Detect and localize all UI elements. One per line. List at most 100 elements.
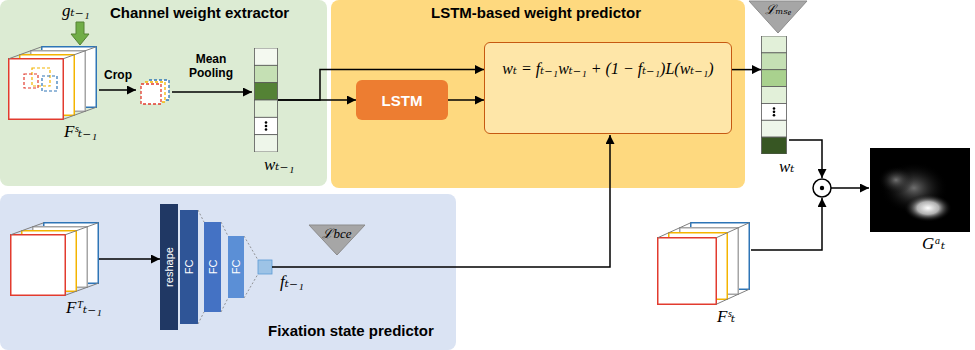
text-holder: Gᵃₜ [922,233,945,254]
flow-arrow [99,258,160,260]
vector-cell [255,83,278,100]
vector-cell [762,120,787,137]
text-holder: wₜ₋₁ [264,154,294,175]
weight-vector: wₜ₋₁ [250,48,300,177]
text-holder: LSTM-based weight predictor [431,4,641,21]
node-text: wₜ₋₁ [264,154,294,175]
node-text: FC [183,260,195,275]
crop-region [32,68,50,86]
node-text: ℒₘₛₑ [748,0,808,18]
triangle-shape [749,1,807,33]
vector-cell [255,135,278,152]
vector-cell [255,100,278,117]
node-text: Fˢₜ [717,306,735,327]
loss-marker: ℒbce [308,224,366,256]
feature-map: Fˢₜ₋₁ [8,46,98,143]
label-holder: fₜ₋₁ [280,272,304,292]
weight-vector: wₜ [757,36,813,179]
ellipsis-dot [265,125,268,128]
ellipsis-dot [265,121,268,124]
depth-edge [11,223,44,235]
formula-box: wₜ = fₜ₋₁wₜ₋₁ + (1 − fₜ₋₁)L(wₜ₋₁) [484,42,732,134]
cell-box [762,36,787,53]
step-label: Crop [104,68,132,82]
product-symbol [813,179,831,197]
depth-edge [716,223,749,238]
feature-map: Fᵀₜ₋₁ [10,222,103,319]
vector-cells [761,36,787,154]
node-text: Fᵀₜ₋₁ [66,297,102,318]
pooling-arrow [172,91,252,93]
cell-box [255,83,278,100]
cropped-cube [141,80,169,104]
node-text: reshape [163,247,175,287]
text-holder: wₜ [779,156,795,177]
feature-map: Fˢₜ [657,222,750,328]
flow-arrow [732,69,761,71]
flow-arrow [448,99,484,101]
node-text: FC [207,260,219,275]
cell-box [762,103,787,120]
node-text: wₜ = fₜ₋₁wₜ₋₁ + (1 − fₜ₋₁)L(wₜ₋₁) [502,59,713,78]
label-holder: Crop [104,68,132,82]
layer-block: FC [228,236,244,298]
text-holder: ℒₘₛₑ [748,0,808,18]
crop-arrow [99,89,136,91]
node-text: FC [230,260,242,275]
text-holder: wₜ = fₜ₋₁wₜ₋₁ + (1 − fₜ₋₁)L(wₜ₋₁) [502,59,713,78]
loss-marker: ℒₘₛₑ [748,0,808,34]
fc-links [198,210,258,324]
map-slice [11,235,66,296]
vector-cells [254,48,278,152]
depth-edge [65,283,98,295]
ellipsis-dot [773,114,776,117]
signal-label: fₜ₋₁ [280,272,304,292]
map-slice [9,59,64,120]
triangle-shape [309,225,365,255]
vector-cell [762,87,787,104]
layer-block: FC [180,210,198,324]
text-holder: LSTM [382,92,423,109]
attention-map: Gᵃₜ [870,148,970,255]
flow-arrow [278,70,484,100]
text-holder: Fᵀₜ₋₁ [66,297,102,318]
feature-stack [10,222,99,296]
depth-edge [63,47,96,59]
vector-cell [762,137,787,154]
feature-stack [8,46,97,120]
cell-box [255,117,278,134]
label-holder: Mean Pooling [176,52,246,81]
cell-box [255,135,278,152]
crop-region [24,74,38,88]
feature-stack [657,222,750,305]
node-text: LSTM [382,92,423,109]
text-holder: ℒbce [308,224,366,242]
vector-cell [762,36,787,53]
depth-edge [65,223,98,235]
cell-box [762,53,787,70]
node-text: ℒbce [308,224,366,242]
heatmap-image [870,148,970,232]
node-text: Fixation state predictor [268,322,434,339]
group-panel: LSTM-based weight predictorLSTM wₜ = fₜ₋₁… [331,0,745,188]
cell-box [255,65,278,82]
signal-label: gₜ₋₁ [62,1,90,21]
vector-cell [762,70,787,87]
ellipsis-dot [773,107,776,110]
node-text: LSTM-based weight predictor [431,4,641,21]
vector-cell [762,53,787,70]
layer-block: FC [204,222,221,312]
cell-box [255,100,278,117]
weight-line [789,140,822,178]
vector-cell [255,117,278,134]
vector-cell [255,48,278,65]
ellipsis-dot [773,111,776,114]
cell-box [762,120,787,137]
crop-region [42,76,57,91]
input-arrow [71,22,89,45]
attention-blob [878,166,914,194]
output-arrow [831,187,869,189]
text-holder: Channel weight extractor [110,4,289,21]
